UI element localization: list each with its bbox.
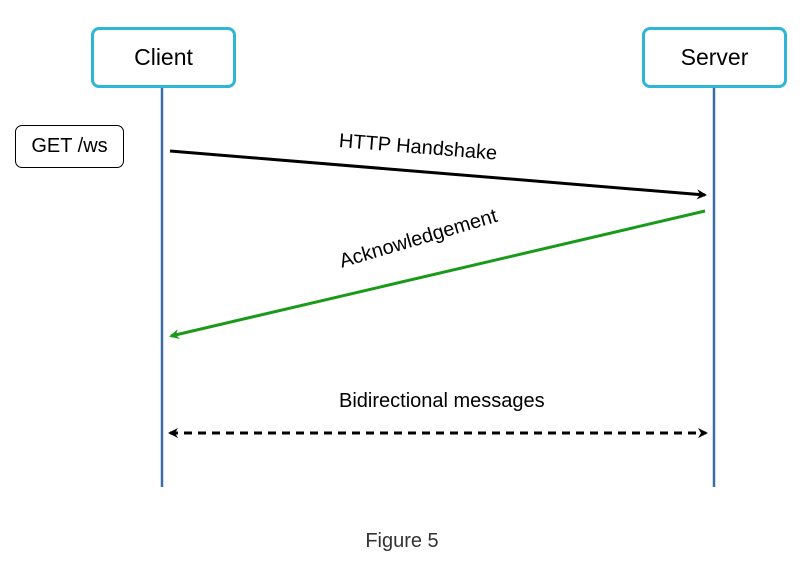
server-participant: Server [642, 27, 787, 88]
figure-caption: Figure 5 [365, 530, 439, 552]
acknowledgement-arrow [169, 209, 706, 340]
request-note: GET /ws [15, 125, 124, 168]
bidirectional-label: Bidirectional messages [339, 390, 545, 412]
handshake-arrow [169, 149, 707, 200]
client-label: Client [134, 44, 193, 70]
request-note-label: GET /ws [31, 135, 108, 157]
client-participant: Client [91, 27, 236, 88]
server-label: Server [680, 44, 749, 70]
